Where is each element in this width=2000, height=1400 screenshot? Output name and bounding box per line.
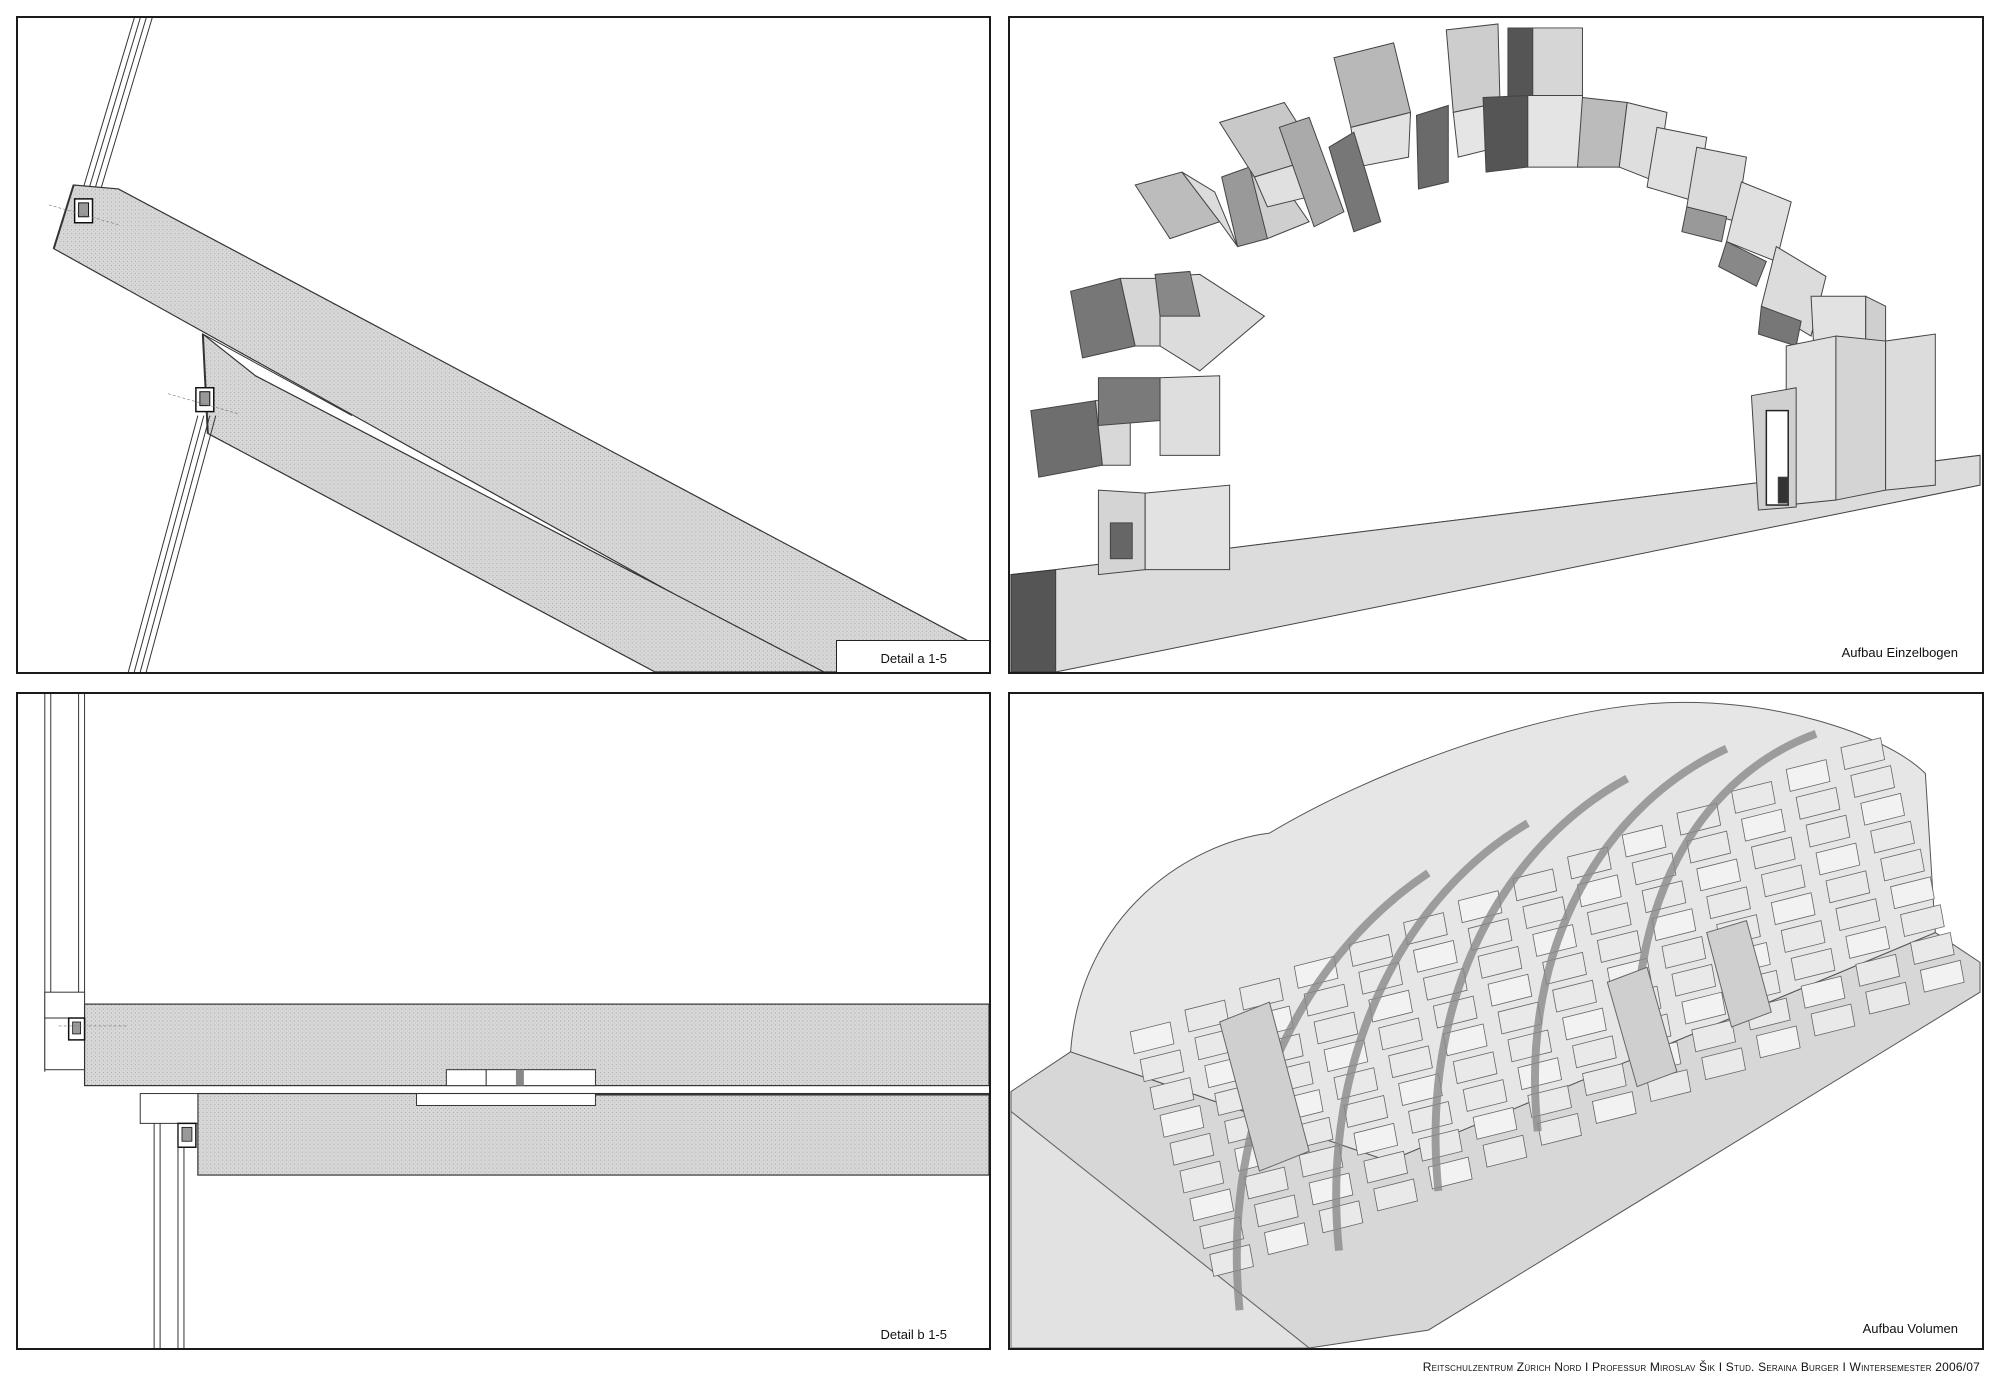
vault-tile — [1378, 1017, 1423, 1051]
panel-caption: Aufbau Volumen — [1848, 1315, 1970, 1340]
vault-tile — [1681, 991, 1727, 1025]
vault-tile — [1760, 864, 1806, 898]
vault-tile — [1263, 1222, 1309, 1256]
vault-tile — [1373, 1178, 1418, 1212]
vault-tile — [1900, 904, 1945, 938]
vault-tile — [1651, 908, 1697, 941]
vault-tile — [1661, 936, 1707, 969]
vault-tile — [1586, 902, 1632, 936]
vault-tile — [1477, 945, 1523, 979]
vault-tile — [1462, 1079, 1508, 1112]
vault-tile — [1815, 842, 1861, 876]
vault-tile — [1582, 1063, 1627, 1097]
vault-tile — [1398, 1073, 1443, 1106]
vault-tile — [1189, 1188, 1235, 1222]
vault-tile — [1179, 1160, 1225, 1194]
vault-tile — [1482, 1134, 1528, 1168]
vault-tile — [1755, 1025, 1801, 1059]
vault-tile — [1512, 868, 1558, 902]
vault-tile — [1353, 1122, 1399, 1156]
vault-tile — [1731, 780, 1776, 814]
vault-tile — [1845, 926, 1891, 959]
panel-aufbau-volumen: Aufbau Volumen — [1008, 692, 1984, 1350]
vault-tile — [1785, 759, 1831, 792]
panel-detail-a: Detail a 1-5 — [16, 16, 991, 674]
detail-b-drawing — [44, 694, 989, 1348]
vault-tile — [1537, 1112, 1582, 1146]
vault-tile — [1363, 1150, 1408, 1184]
einzelbogen-drawing — [1010, 23, 1981, 672]
vault-tile — [1169, 1132, 1215, 1166]
vault-tile — [1254, 1194, 1299, 1228]
vault-tile — [1452, 1051, 1498, 1085]
vault-tile — [1910, 932, 1955, 965]
lower-glazing — [153, 1123, 185, 1348]
vault-tile — [1860, 792, 1905, 826]
vault-tile — [1805, 814, 1851, 848]
vault-tile — [1139, 1049, 1185, 1083]
vault-tile — [1750, 836, 1796, 870]
vault-tile — [1413, 940, 1458, 973]
vault-tile — [1795, 786, 1841, 820]
vault-tile — [1890, 876, 1935, 910]
panel-aufbau-einzelbogen: Aufbau Einzelbogen — [1008, 16, 1984, 674]
vault-tile — [1487, 973, 1533, 1007]
vault-tile — [1418, 1128, 1463, 1162]
vault-tile — [1129, 1021, 1175, 1055]
vault-tile — [1770, 892, 1816, 926]
vault-tile — [1239, 977, 1284, 1011]
vault-tile — [1706, 886, 1751, 920]
vault-tile — [1562, 1007, 1607, 1041]
footer-credits: Reitschulzentrum Zürich Nord I Professur… — [1422, 1360, 1980, 1374]
vault-tile — [1621, 824, 1667, 858]
lower-glazing — [127, 415, 217, 672]
vault-tile — [1348, 934, 1394, 967]
vault-tile — [1919, 959, 1965, 993]
vault-tile — [1850, 765, 1896, 798]
vault-tile — [1780, 920, 1826, 953]
panel-caption: Detail a 1-5 — [835, 640, 989, 672]
vault-tile — [1572, 1035, 1617, 1069]
vault-tile — [1701, 1047, 1746, 1081]
vault-tile — [1159, 1104, 1205, 1138]
panel-caption: Detail b 1-5 — [836, 1317, 989, 1348]
vault-tile — [1298, 1144, 1344, 1178]
vault-tile — [1691, 1019, 1736, 1053]
vault-tile — [1880, 848, 1925, 882]
vault-tile — [1388, 1045, 1433, 1079]
vault-tile — [1840, 737, 1886, 771]
panel-detail-b: Detail b 1-5 — [16, 692, 991, 1350]
vault-tile — [1552, 979, 1597, 1013]
vault-tile — [1741, 808, 1786, 842]
vault-tile — [1800, 975, 1846, 1009]
vault-tile — [1865, 981, 1910, 1015]
vault-tile — [1855, 953, 1900, 987]
vault-tile — [1825, 870, 1871, 904]
vault-tile — [1199, 1216, 1245, 1250]
detail-a-drawing — [48, 18, 989, 672]
arch-blocks — [1030, 23, 1936, 576]
panel-caption: Aufbau Einzelbogen — [1827, 639, 1970, 664]
vault-tile — [1318, 1200, 1364, 1234]
vault-tile — [1686, 830, 1732, 864]
vault-tile — [1517, 1057, 1563, 1091]
vault-tile — [1577, 874, 1622, 908]
vault-tile — [1149, 1077, 1195, 1110]
vault-tile — [1790, 947, 1836, 981]
volumen-drawing — [1010, 701, 1981, 1348]
vault-tile — [1472, 1106, 1518, 1140]
vault-tile — [1313, 1011, 1359, 1045]
lower-slab — [197, 1092, 989, 1176]
vault-tile — [1591, 1091, 1637, 1124]
vault-tile — [1870, 820, 1915, 854]
upper-glazing — [80, 18, 153, 198]
vault-tile — [1244, 1166, 1289, 1200]
vault-tile — [1835, 898, 1881, 932]
vault-tile — [1343, 1095, 1389, 1128]
vault-tile — [1671, 963, 1717, 997]
vault-tile — [1810, 1003, 1856, 1037]
vault-tile — [1696, 858, 1741, 892]
inner-openings — [1219, 919, 1772, 1172]
